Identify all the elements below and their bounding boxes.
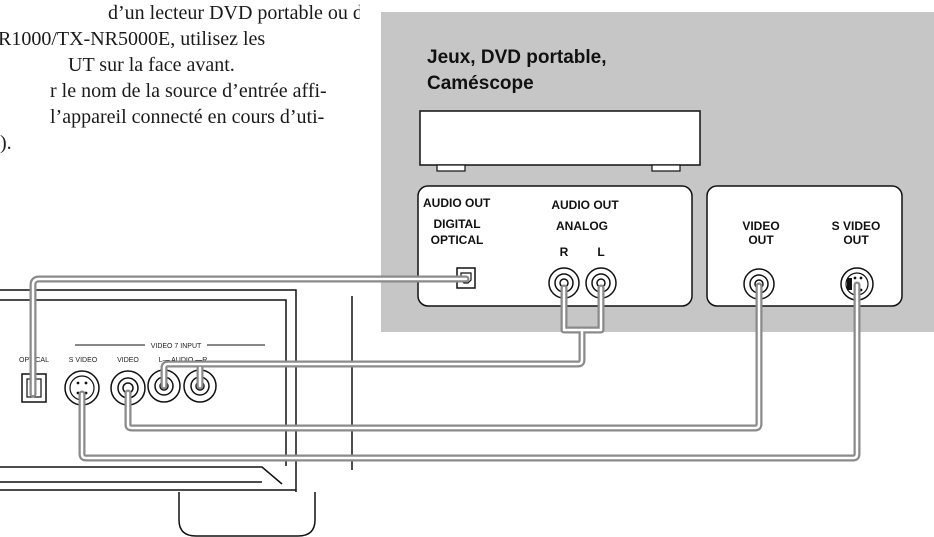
text-line-1: d’un lecteur DVD portable ou du xyxy=(108,2,360,24)
receiver-front-panel xyxy=(0,289,353,537)
left-channel-label: L xyxy=(597,245,604,259)
device-box xyxy=(419,110,701,172)
svideo-out-label-line1: S VIDEO xyxy=(832,219,881,233)
receiver-svideo-label: S VIDEO xyxy=(69,357,98,364)
svideo-out-label-line2: OUT xyxy=(843,233,869,247)
receiver-video-label: VIDEO xyxy=(117,357,139,364)
text-line-6: ). xyxy=(0,132,12,154)
analog-audio-heading: AUDIO OUT xyxy=(551,198,619,212)
audio-trunk-cable xyxy=(160,326,586,390)
text-line-4: r le nom de la source d’entrée affi- xyxy=(50,80,327,102)
audio-output-panel xyxy=(417,185,693,307)
text-line-3: UT sur la face avant. xyxy=(68,54,235,76)
analog-label: ANALOG xyxy=(556,219,608,233)
optical-label: OPTICAL xyxy=(431,233,484,247)
device-title-line2: Caméscope xyxy=(427,73,534,94)
digital-audio-heading: AUDIO OUT xyxy=(423,196,491,210)
receiver-svideo-jack-icon xyxy=(64,370,100,406)
instruction-text: d’un lecteur DVD portable ou du R1000/TX… xyxy=(0,0,360,156)
receiver-video-jack-icon xyxy=(110,370,146,406)
text-line-5: l’appareil connecté en cours d’uti- xyxy=(50,106,325,128)
right-channel-label: R xyxy=(560,245,569,259)
video-out-label-line1: VIDEO xyxy=(742,219,779,233)
video-7-input-label: VIDEO 7 INPUT xyxy=(151,343,202,350)
digital-label: DIGITAL xyxy=(433,217,480,231)
connection-cables-core xyxy=(31,277,859,460)
video-out-label-line2: OUT xyxy=(748,233,774,247)
device-title-line1: Jeux, DVD portable, xyxy=(427,47,607,68)
input-group-label-bg xyxy=(145,339,207,351)
text-line-2: R1000/TX-NR5000E, utilisez les xyxy=(0,28,266,50)
